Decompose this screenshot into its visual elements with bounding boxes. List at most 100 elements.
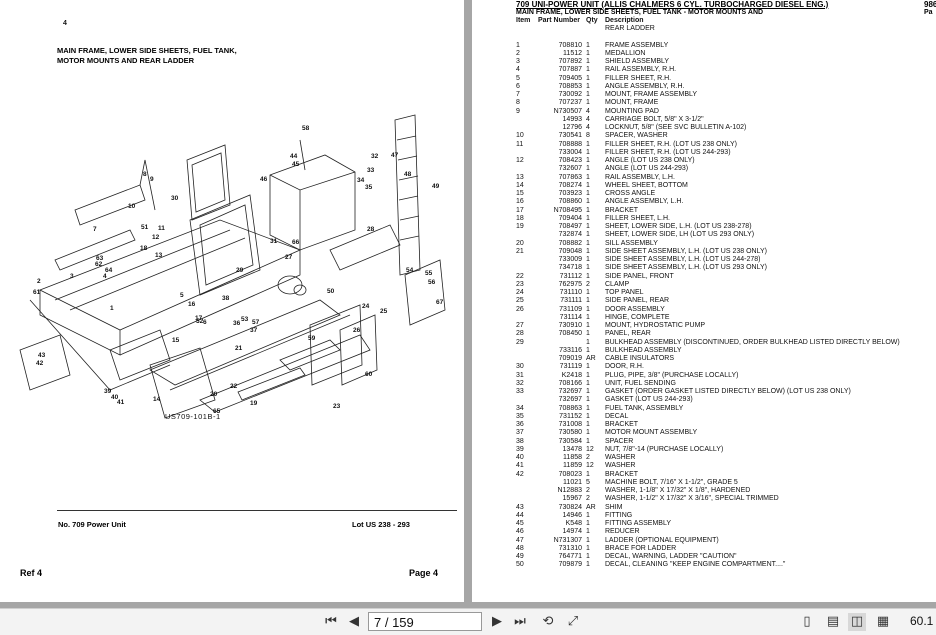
quantity: 1 bbox=[586, 91, 590, 98]
next-page-icon[interactable]: ▶ bbox=[492, 614, 502, 629]
quantity: 1 bbox=[586, 379, 590, 387]
description: BRACKET bbox=[605, 206, 639, 214]
callout-15: 15 bbox=[172, 337, 180, 344]
quantity: 1 bbox=[586, 41, 590, 49]
zoom-level[interactable]: 60.1 bbox=[910, 614, 934, 628]
quantity: 8 bbox=[586, 132, 590, 140]
quantity: 1 bbox=[586, 371, 590, 379]
callout-30: 30 bbox=[171, 195, 179, 202]
callout-4: 4 bbox=[103, 273, 107, 280]
description: CLAMP bbox=[605, 280, 630, 288]
part-number: 731109 bbox=[559, 305, 582, 313]
description: HINGE, COMPLETE bbox=[605, 313, 670, 321]
viewer-toolbar: ⏮ ◀ 7 / 159 ▶ ⏭ ⟲ ⤢ ▯ ▤ ◫ ▦ 60.1 bbox=[0, 608, 936, 635]
part-number: 732874 bbox=[558, 231, 582, 239]
part-number: 707892 bbox=[558, 58, 582, 65]
callout-7: 7 bbox=[93, 226, 97, 233]
description: WASHER, 1-1/2" X 17/32" X 3/16", SPECIAL… bbox=[605, 495, 779, 503]
part-number: 730092 bbox=[558, 91, 582, 98]
callout-43: 43 bbox=[38, 352, 46, 359]
callout-23: 23 bbox=[333, 403, 341, 410]
quantity: 1 bbox=[586, 536, 590, 544]
part-number: 731152 bbox=[559, 412, 582, 420]
quantity: 1 bbox=[586, 421, 590, 428]
part-number: 15967 bbox=[562, 495, 582, 503]
quantity: 1 bbox=[586, 429, 590, 437]
quantity: 1 bbox=[586, 305, 590, 313]
frame-drawing bbox=[19, 114, 446, 419]
callout-53: 53 bbox=[241, 316, 249, 323]
callout-34: 34 bbox=[357, 177, 365, 184]
item-number: 13 bbox=[516, 173, 524, 181]
quantity: 4 bbox=[586, 124, 590, 131]
callout-61: 61 bbox=[33, 289, 41, 296]
part-number: 708863 bbox=[558, 404, 582, 412]
part-number: 708860 bbox=[558, 198, 582, 206]
item-number: 15 bbox=[516, 190, 524, 197]
description: WASHER, 1-1/8" X 17/32" X 1/8", HARDENED bbox=[605, 487, 751, 494]
quantity: 1 bbox=[586, 346, 590, 354]
quantity: 1 bbox=[586, 528, 590, 536]
quantity: AR bbox=[586, 355, 596, 362]
item-number: 19 bbox=[516, 223, 524, 230]
first-page-icon[interactable]: ⏮ bbox=[325, 614, 337, 629]
rotate-icon[interactable]: ⟲ bbox=[542, 614, 554, 629]
quantity: 1 bbox=[586, 544, 590, 552]
item-number: 49 bbox=[516, 553, 524, 560]
part-number: N730507 bbox=[553, 107, 582, 115]
description: SHIM bbox=[605, 503, 623, 511]
parts-list-header-title: 709 UNI-POWER UNIT (ALLIS CHALMERS 6 CYL… bbox=[516, 0, 829, 9]
item-number: 28 bbox=[516, 330, 524, 338]
quantity: 1 bbox=[586, 256, 590, 263]
previous-page-icon[interactable]: ◀ bbox=[349, 614, 359, 629]
description: ANGLE (LOT US 244-293) bbox=[605, 165, 689, 173]
quantity: 1 bbox=[586, 561, 590, 569]
item-number: 14 bbox=[516, 181, 524, 189]
page-number-input[interactable]: 7 / 159 bbox=[368, 612, 482, 631]
callout-29: 29 bbox=[236, 267, 244, 274]
parts-list-header-page: Pa bbox=[924, 9, 933, 16]
description: SIDE SHEET ASSEMBLY, L.H. (LOT US 244-27… bbox=[605, 256, 761, 263]
description: FILLER SHEET, R.H. bbox=[605, 74, 672, 82]
quantity: 1 bbox=[586, 148, 590, 156]
part-number: 734718 bbox=[558, 264, 582, 272]
callout-12: 12 bbox=[152, 234, 160, 241]
part-number: 731008 bbox=[558, 421, 582, 428]
callout-52: 52 bbox=[196, 318, 204, 325]
two-page-icon[interactable]: ◫ bbox=[848, 613, 866, 631]
quantity: 4 bbox=[586, 115, 590, 123]
item-number: 30 bbox=[516, 363, 524, 371]
single-page-icon[interactable]: ▯ bbox=[803, 614, 811, 629]
description: SHEET, LOWER SIDE, LH (LOT US 293 ONLY) bbox=[605, 231, 755, 239]
thumbnail-icon[interactable]: ▦ bbox=[876, 614, 890, 629]
fit-page-icon[interactable]: ⤢ bbox=[567, 614, 579, 629]
description: WASHER bbox=[605, 462, 636, 470]
quantity: 1 bbox=[586, 239, 590, 247]
item-number: 1 bbox=[516, 41, 520, 49]
callout-6: 6 bbox=[203, 319, 207, 326]
part-number: 708166 bbox=[558, 379, 582, 387]
quantity: 1 bbox=[586, 247, 590, 255]
scroll-icon[interactable]: ▤ bbox=[826, 614, 840, 629]
description: BULKHEAD ASSEMBLY bbox=[605, 346, 682, 354]
item-number: 16 bbox=[516, 198, 524, 206]
callout-5: 5 bbox=[180, 292, 184, 299]
quantity: 1 bbox=[586, 363, 590, 371]
callout-36: 36 bbox=[233, 320, 241, 327]
last-page-icon[interactable]: ⏭ bbox=[514, 614, 526, 629]
part-number: 708853 bbox=[558, 82, 582, 90]
description: SIDE PANEL, FRONT bbox=[605, 272, 674, 280]
